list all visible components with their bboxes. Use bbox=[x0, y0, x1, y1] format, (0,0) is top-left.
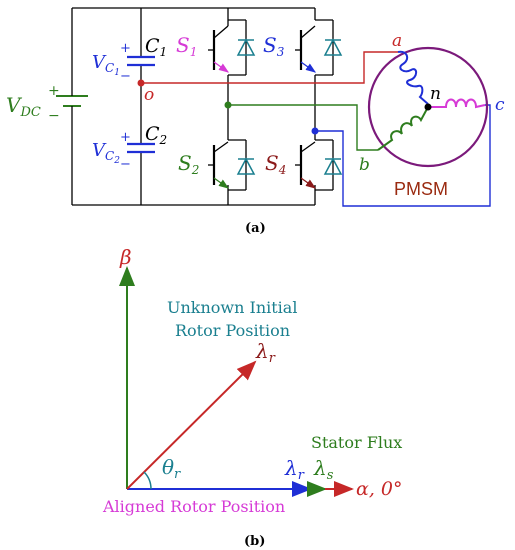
theta-label: θr bbox=[162, 455, 181, 482]
dc-source: VDC + − bbox=[6, 83, 88, 124]
s2-label: S2 bbox=[178, 151, 199, 177]
svg-text:−: − bbox=[120, 157, 131, 172]
vdc-plus: + bbox=[48, 83, 60, 99]
vc2-label: VC2 bbox=[92, 140, 120, 166]
s1-label: S1 bbox=[176, 33, 197, 59]
c2-label: C2 bbox=[145, 123, 167, 147]
lambda-r-upper-label: λr bbox=[255, 339, 276, 366]
phase-c-label: c bbox=[495, 95, 505, 115]
lambda-r-lower-label: λr bbox=[284, 456, 305, 483]
vc1-label: VC1 bbox=[92, 52, 120, 78]
caption-a: (a) bbox=[245, 221, 266, 236]
lambda-s-label: λs bbox=[313, 456, 334, 483]
motor-label: PMSM bbox=[394, 179, 448, 199]
capacitor-c1: C1 VC1 + − bbox=[92, 35, 167, 84]
neutral-node bbox=[424, 103, 432, 111]
inverter-circuit: VDC + − C1 VC1 + − C2 VC2 + − o bbox=[6, 7, 505, 236]
switch-s4: S4 bbox=[265, 139, 343, 191]
beta-label: β bbox=[119, 245, 132, 269]
phase-b-label: b bbox=[359, 155, 370, 175]
c1-label: C1 bbox=[145, 35, 167, 59]
switch-s2: S2 bbox=[178, 139, 256, 191]
unknown-position-line1: Unknown Initial bbox=[167, 298, 297, 317]
vector-diagram: β α, 0° λr θr Unknown Initial Rotor Posi… bbox=[102, 245, 403, 549]
midpoint-label: o bbox=[144, 85, 154, 105]
phase-a-label: a bbox=[392, 31, 402, 51]
neutral-label: n bbox=[430, 84, 441, 104]
capacitor-c2: C2 VC2 + − bbox=[92, 123, 167, 172]
stator-flux-label: Stator Flux bbox=[311, 433, 402, 452]
pmsm-motor: n PMSM bbox=[367, 46, 489, 199]
s3-label: S3 bbox=[263, 33, 285, 59]
alpha-label: α, 0° bbox=[356, 478, 403, 500]
svg-text:+: + bbox=[120, 130, 131, 145]
vdc-label: VDC bbox=[6, 93, 41, 120]
vdc-minus: − bbox=[48, 108, 60, 124]
phase-c-wire bbox=[315, 104, 491, 207]
s4-label: S4 bbox=[265, 151, 286, 177]
svg-text:−: − bbox=[120, 69, 131, 84]
phase-a-wire bbox=[141, 51, 398, 84]
theta-arc bbox=[143, 471, 152, 490]
switch-s3: S3 bbox=[263, 19, 343, 76]
unknown-position-line2: Rotor Position bbox=[175, 321, 290, 340]
lambda-r-unknown-arrow bbox=[126, 360, 257, 490]
caption-b: (b) bbox=[244, 534, 265, 549]
svg-text:+: + bbox=[120, 41, 131, 56]
switch-s1: S1 bbox=[176, 19, 256, 76]
phase-b-wire bbox=[228, 104, 378, 151]
aligned-position-label: Aligned Rotor Position bbox=[102, 497, 285, 516]
